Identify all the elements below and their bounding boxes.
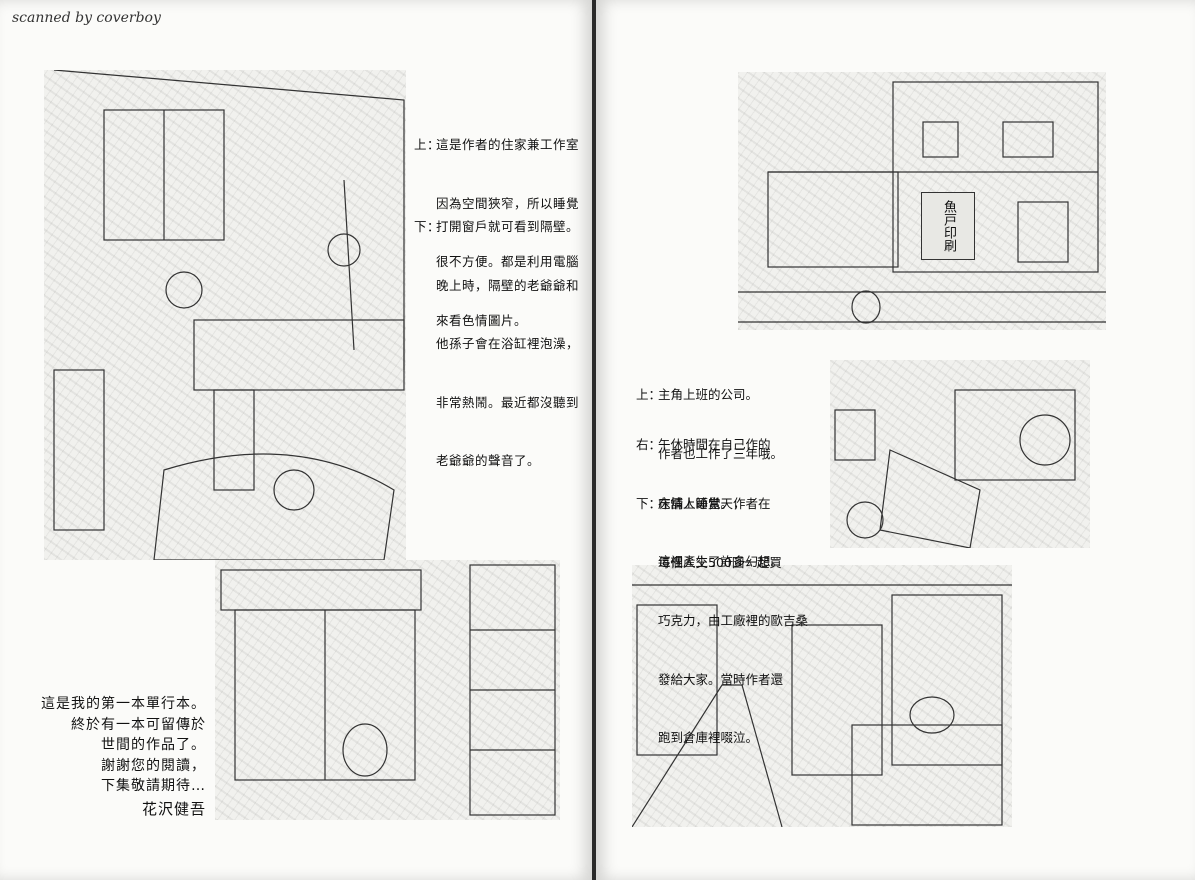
caption-line: 每個人交500圓一起買 (658, 554, 782, 570)
caption-line: 巧克力，由工廠裡的歐吉桑 (658, 613, 809, 628)
caption-line: 作者也工作了三年哦。 (658, 445, 784, 461)
author-signature: 花沢健吾 (141, 799, 206, 818)
illustration-nap-corner (830, 360, 1090, 548)
caption-line: 很不方便。都是利用電腦 (436, 254, 580, 269)
caption-line: 他孫子會在浴缸裡泡澡， (436, 336, 580, 351)
caption-line: 在情人節當天， (658, 496, 746, 511)
caption-key: 上： (636, 387, 662, 402)
caption-line: 來看色情圖片。 (436, 312, 528, 328)
afterword-line: 這是我的第一本單行本。 (41, 696, 206, 712)
caption-line: 非常熱鬧。最近都沒聽到 (436, 394, 580, 410)
caption-line: 這裡產生了許多幻想。 (658, 554, 784, 569)
illustration-studio-room (44, 70, 406, 560)
caption-line: 午休時間在自己作的 (658, 437, 771, 452)
caption-line: 這是作者的住家兼工作室 (436, 137, 580, 152)
scan-credit: scanned by coverboy (12, 10, 161, 26)
illustration-window-view (215, 560, 560, 820)
caption-line: 因為空間狹窄，所以睡覺 (436, 195, 580, 211)
caption-key: 上： (414, 137, 441, 152)
caption-right-middle: 右：午休時間在自己作的 床舖上睡覺。作者在 這裡產生了許多幻想。 (636, 396, 783, 611)
caption-line: 晚上時，隔壁的老爺爺和 (436, 277, 580, 293)
caption-line: 打開窗戶就可看到隔壁。 (436, 219, 580, 234)
caption-line: 主角上班的公司。 (658, 387, 759, 402)
caption-line: 跑到倉庫裡啜泣。 (658, 730, 759, 745)
caption-right-lower: 下：在情人節當天， 每個人交500圓一起買 巧克力，由工廠裡的歐吉桑 發給大家。… (636, 455, 808, 787)
building-sign: 魚戸印刷 (921, 192, 975, 260)
caption-key: 下： (414, 219, 441, 234)
afterword-line: 世間的作品了。 (101, 737, 206, 753)
caption-right-upper: 上：主角上班的公司。 作者也工作了三年哦。 (636, 346, 783, 502)
afterword-line: 謝謝您的閱讀， (101, 757, 206, 774)
afterword: 這是我的第一本單行本。 終於有一本可留傳於 世間的作品了。 謝謝您的閱讀， 下集… (36, 694, 206, 819)
caption-left-lower: 下：打開窗戶就可看到隔壁。 晚上時，隔壁的老爺爺和 他孫子會在浴缸裡泡澡， 非常… (414, 178, 579, 510)
left-page: scanned by coverboy 上：這是作者的住家兼工作室 因為空間狹窄… (0, 0, 592, 880)
caption-key: 右： (636, 437, 662, 452)
right-page: 魚戸印刷 上：主角上班的公司。 作者也工作了三年哦。 右：午休時間在自己作的 床… (596, 0, 1195, 880)
caption-line: 床舖上睡覺。作者在 (658, 495, 771, 511)
afterword-line: 終於有一本可留傳於 (71, 716, 206, 733)
illustration-factory-floor (632, 565, 1012, 827)
caption-left-upper: 上：這是作者的住家兼工作室 因為空間狹窄，所以睡覺 很不方便。都是利用電腦 來看… (414, 96, 579, 369)
caption-line: 發給大家。當時作者還 (658, 671, 784, 687)
caption-line: 老爺爺的聲音了。 (436, 453, 541, 468)
afterword-line: 下集敬請期待… (101, 778, 206, 794)
caption-key: 下： (636, 496, 662, 511)
